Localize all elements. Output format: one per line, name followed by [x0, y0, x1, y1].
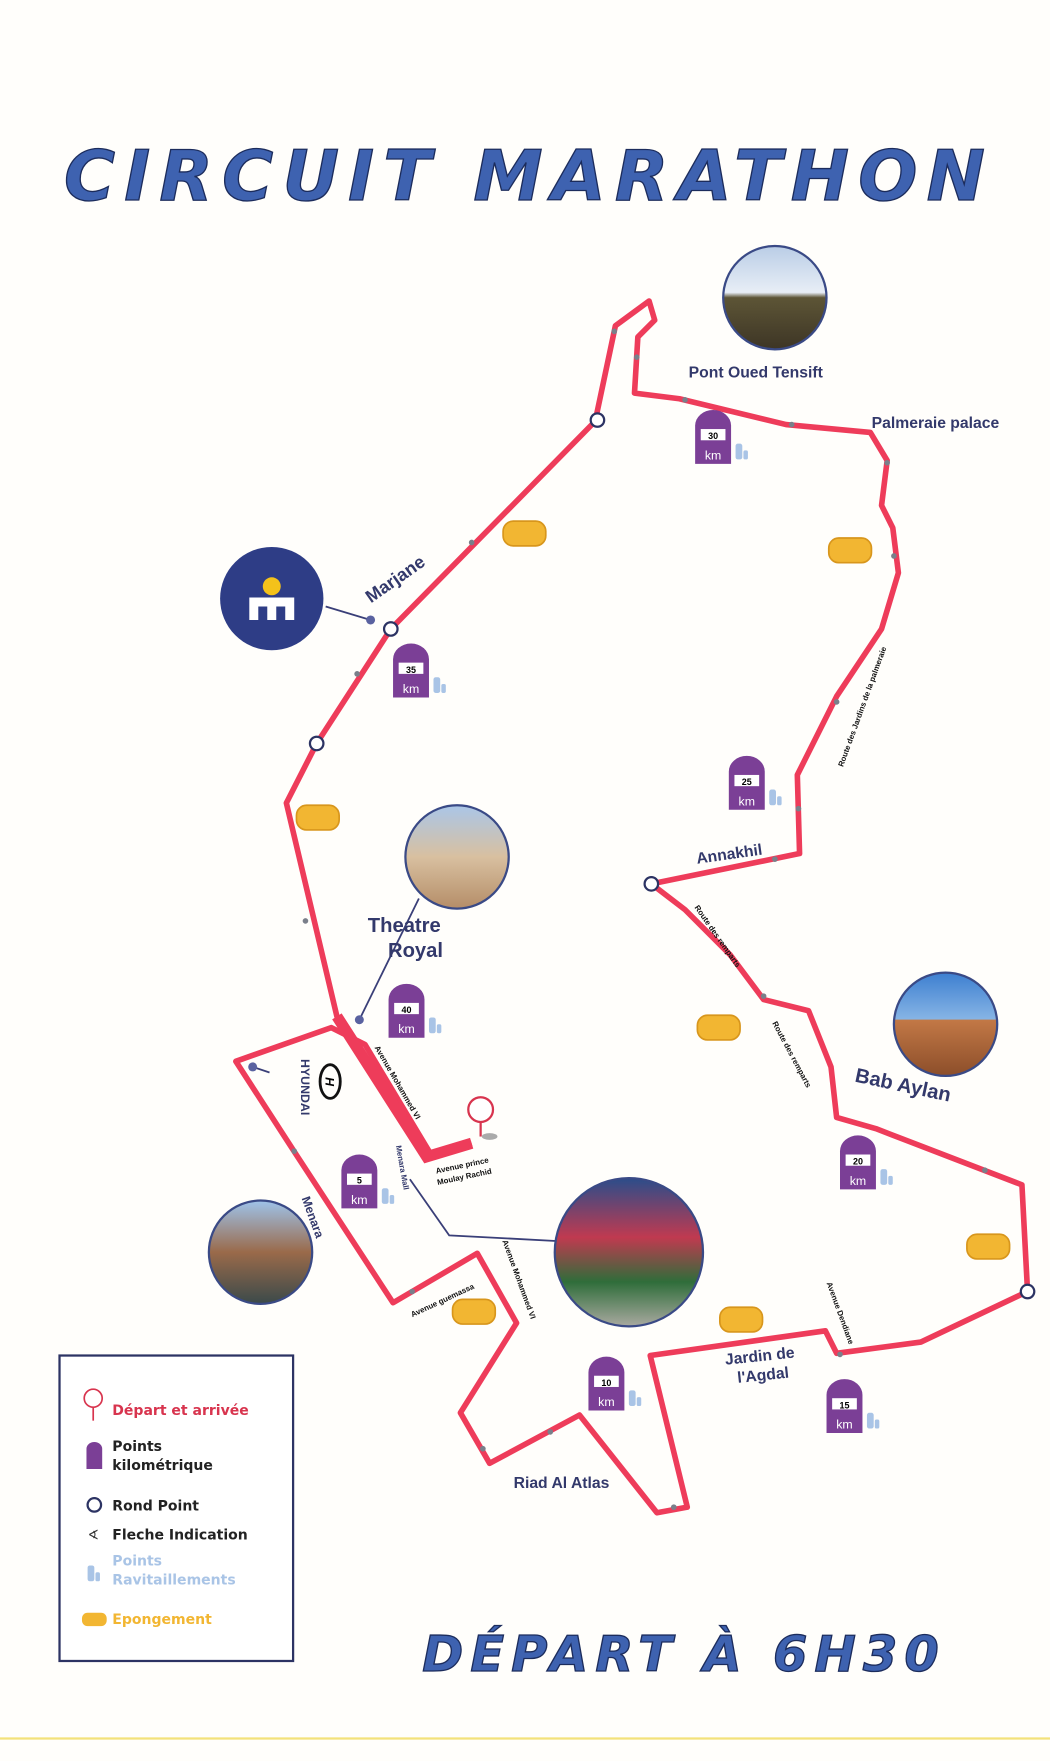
bab-aylan-photo: [892, 971, 999, 1078]
page-title: CIRCUIT MARATHON: [64, 136, 985, 217]
arrow-icon: [795, 805, 802, 812]
km-marker-30: 30 km: [695, 409, 748, 464]
legend-arrow: Fleche Indication: [112, 1528, 247, 1544]
legend-arrow-icon: ∢: [88, 1528, 99, 1543]
legend-km-line2: kilométrique: [112, 1458, 213, 1474]
svg-text:40: 40: [402, 1005, 412, 1015]
pont-oued-tensift-photo: [722, 244, 828, 351]
direction-arrows: [291, 328, 988, 1510]
roundabout-icon: [382, 621, 399, 637]
arrow-icon: [891, 553, 897, 559]
marjane-logo: [220, 546, 324, 651]
arrow-icon: [788, 421, 795, 428]
label-pont-oued-tensift: Pont Oued Tensift: [689, 364, 824, 381]
km-marker-5: 5 km: [341, 1154, 395, 1209]
legend-km-icon: [86, 1441, 103, 1469]
arrow-icon: [409, 1288, 415, 1295]
svg-text:25: 25: [742, 777, 752, 787]
label-agdal: l'Agdal: [737, 1365, 790, 1387]
km-marker-20: 20 km: [840, 1135, 893, 1190]
arrow-icon: [611, 328, 618, 335]
hyundai-logo: H: [318, 1063, 342, 1100]
hyundai-point: [248, 1062, 258, 1072]
km-marker-15: 15 km: [826, 1379, 880, 1434]
roundabout-icon: [589, 412, 606, 428]
sponge-icon: [451, 1298, 497, 1325]
sponge-icon: [718, 1306, 764, 1333]
svg-text:km: km: [850, 1174, 866, 1188]
menara-mall-photo: [553, 1176, 705, 1328]
svg-text:35: 35: [406, 665, 416, 675]
sponge-icon: [295, 804, 340, 831]
svg-text:30: 30: [708, 431, 718, 441]
start-time: DÉPART À 6H30: [422, 1624, 939, 1683]
street-remparts-1: Route des remparts: [693, 904, 743, 970]
start-finish-pin-icon[interactable]: [467, 1096, 498, 1140]
svg-text:15: 15: [839, 1400, 849, 1410]
svg-text:10: 10: [601, 1378, 611, 1388]
street-remparts-2: Route des remparts: [770, 1020, 813, 1090]
legend-pin-icon: [83, 1388, 104, 1421]
start-section: [332, 1013, 474, 1164]
arrow-icon: [480, 1445, 486, 1452]
legend-sponge-icon: [81, 1612, 107, 1627]
roundabout-icon: [643, 876, 660, 892]
arrow-icon: [982, 1167, 988, 1174]
sponge-icon: [966, 1233, 1011, 1260]
svg-text:km: km: [398, 1022, 414, 1036]
marathon-route: [233, 298, 1031, 1516]
arrow-icon: [354, 671, 360, 677]
svg-text:km: km: [598, 1395, 614, 1409]
arrow-icon: [670, 1504, 677, 1510]
svg-text:km: km: [403, 682, 419, 696]
arrow-icon: [682, 397, 688, 403]
label-hyundai: HYUNDAI: [298, 1059, 312, 1115]
sponge-icon: [696, 1014, 741, 1041]
menara-photo: [207, 1199, 314, 1305]
legend-water-line1: Points: [112, 1554, 162, 1570]
legend-water-line2: Ravitaillements: [112, 1573, 235, 1589]
legend-start-finish: Départ et arrivée: [112, 1403, 248, 1419]
arrow-icon: [884, 459, 890, 466]
roundabout-icon: [1019, 1283, 1036, 1300]
svg-text:H: H: [323, 1077, 337, 1087]
svg-text:5: 5: [357, 1176, 362, 1186]
arrow-icon: [468, 539, 475, 546]
arrow-icon: [302, 918, 309, 924]
legend: Départ et arrivée Points kilométrique Ro…: [58, 1354, 295, 1663]
arrow-icon: [833, 699, 840, 705]
street-jardins-palmeraie: Route des Jardins de la palmeraie: [836, 645, 888, 768]
theatre-point: [354, 1015, 364, 1025]
svg-text:km: km: [351, 1193, 367, 1207]
km-marker-10: 10 km: [588, 1356, 642, 1411]
marjane-point: [366, 615, 376, 625]
label-menara-mall: Menara Mall: [394, 1145, 411, 1191]
km-marker-35: 35 km: [393, 643, 446, 698]
sponge-icon: [502, 520, 547, 547]
theatre-royal-photo: [404, 804, 510, 910]
arrow-icon: [633, 354, 640, 360]
legend-roundabout-icon: [86, 1497, 103, 1513]
svg-text:km: km: [739, 794, 755, 808]
arrow-icon: [837, 1351, 843, 1358]
legend-km-line1: Points: [112, 1439, 162, 1455]
legend-roundabout: Rond Point: [112, 1499, 199, 1515]
svg-text:20: 20: [853, 1157, 863, 1167]
arrow-icon: [291, 1148, 298, 1154]
label-riad-al-atlas: Riad Al Atlas: [514, 1475, 610, 1492]
km-marker-40: 40 km: [388, 983, 442, 1038]
label-palmeraie-palace: Palmeraie palace: [872, 415, 1000, 432]
svg-text:km: km: [705, 448, 721, 462]
arrow-icon: [547, 1429, 554, 1435]
arrow-icon: [760, 993, 767, 999]
svg-text:km: km: [836, 1418, 852, 1432]
km-marker-25: 25 km: [728, 755, 782, 810]
label-royal: Royal: [388, 940, 443, 962]
roundabouts: [308, 412, 1036, 1300]
roundabout-icon: [308, 735, 325, 752]
arrow-icon: [772, 856, 778, 862]
legend-sponge: Epongement: [112, 1612, 212, 1628]
sponge-icon: [827, 537, 873, 564]
label-theatre: Theatre: [368, 915, 441, 937]
